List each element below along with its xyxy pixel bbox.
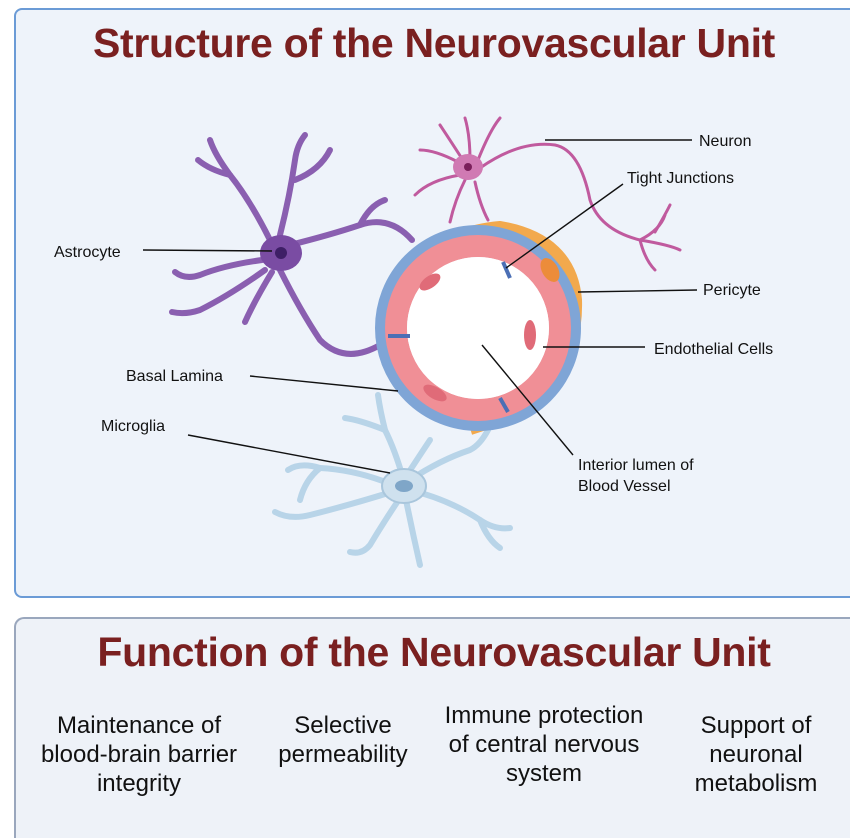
function-panel: Function of the Neurovascular Unit Maint… [14, 617, 850, 838]
label-pericyte: Pericyte [703, 282, 761, 299]
label-endothelial-cells: Endothelial Cells [654, 341, 773, 358]
label-astrocyte: Astrocyte [54, 244, 121, 261]
label-lumen-line1: Interior lumen of [578, 457, 694, 474]
microglia-nucleus [395, 480, 413, 492]
function-item-neuronal-metabolism: Support of neuronal metabolism [681, 711, 831, 798]
function-item-selective-permeability: Selective permeability [264, 711, 422, 769]
function-item-immune-protection: Immune protection of central nervous sys… [444, 701, 644, 788]
label-tight-junctions: Tight Junctions [627, 170, 734, 187]
endothelial-nucleus-1 [524, 320, 536, 350]
function-item-bbb-integrity: Maintenance of blood-brain barrier integ… [34, 711, 244, 798]
blood-vessel [382, 228, 575, 428]
label-microglia: Microglia [101, 418, 165, 435]
neuron-nucleus [464, 163, 472, 171]
label-basal-lamina: Basal Lamina [126, 368, 223, 385]
label-neuron: Neuron [699, 133, 751, 150]
label-lumen-line2: Blood Vessel [578, 478, 671, 495]
function-title: Function of the Neurovascular Unit [16, 629, 850, 676]
astrocyte-nucleus [275, 247, 287, 259]
neurovascular-diagram: Neuron Tight Junctions Astrocyte Pericyt… [0, 0, 850, 600]
